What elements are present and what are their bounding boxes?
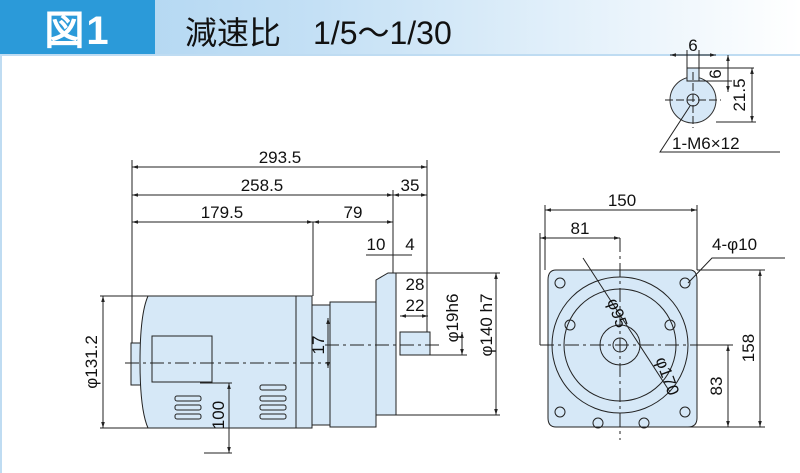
motor-flange-label: 258.5 [241, 176, 284, 195]
front-view [539, 205, 785, 440]
terminal-height-label: 100 [209, 401, 228, 429]
key-detail [659, 50, 780, 153]
gear-length-label: 79 [344, 203, 363, 222]
spigot-diameter-label: φ140 h7 [477, 293, 496, 356]
drawing-frame [0, 54, 800, 473]
front-width-label: 150 [608, 191, 636, 210]
motor-length-label: 179.5 [201, 203, 244, 222]
tap-label: 1-M6×12 [672, 134, 740, 153]
shaft-key-length-label: 28 [406, 275, 425, 294]
page-title: 減速比 1/5～1/30 [185, 15, 452, 51]
shaft-length-label: 35 [401, 176, 420, 195]
motor-diameter-label: φ131.2 [82, 335, 101, 389]
spigot-label: 4 [405, 235, 414, 254]
key-length-label: 22 [406, 296, 425, 315]
center-height-label: 83 [707, 377, 726, 396]
flange-thickness-label: 10 [367, 235, 386, 254]
figure-label: 図1 [0, 0, 155, 54]
overall-length-label: 293.5 [259, 148, 302, 167]
shaft-diameter-label: φ19h6 [443, 294, 462, 343]
holes-label: 4-φ10 [712, 235, 757, 254]
front-height-label: 158 [739, 334, 758, 362]
vent-slots [174, 384, 287, 420]
side-view [100, 160, 500, 454]
key-height-label: 21.5 [730, 78, 749, 111]
offset-label: 17 [309, 336, 328, 355]
key-depth-label: 6 [706, 69, 725, 78]
front-half-width-label: 81 [571, 219, 590, 238]
key-width-label: 6 [688, 36, 697, 55]
